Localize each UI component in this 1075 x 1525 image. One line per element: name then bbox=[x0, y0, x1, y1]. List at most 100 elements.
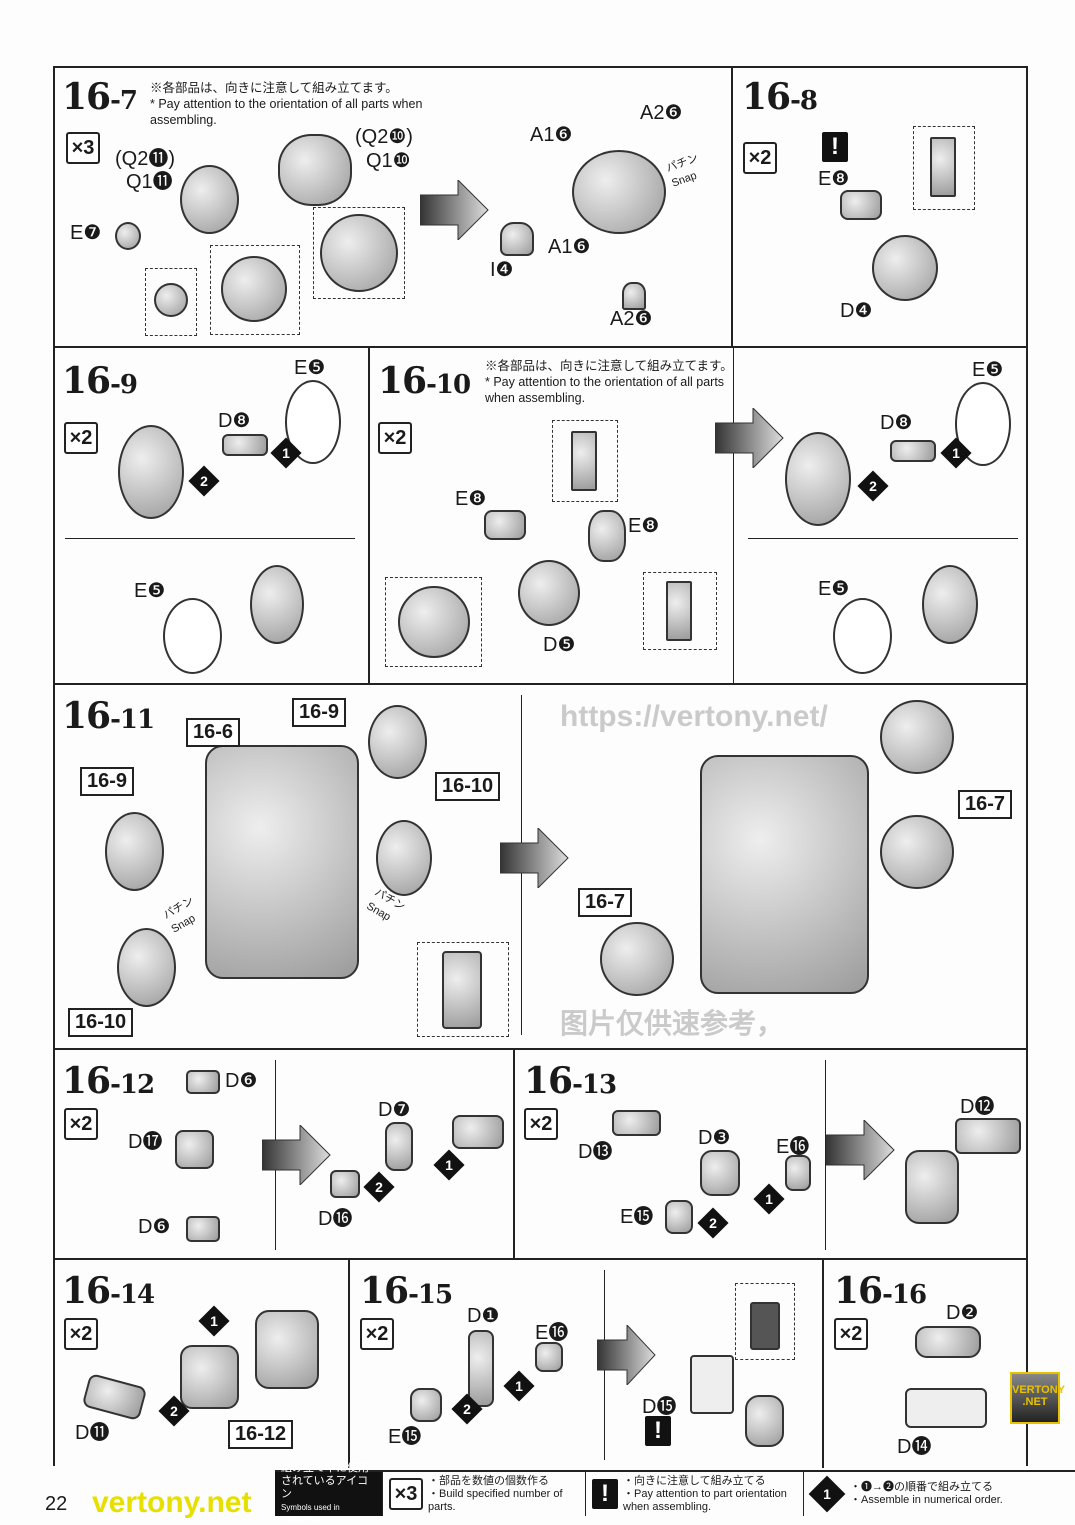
part-e16 bbox=[785, 1155, 811, 1191]
arm-part bbox=[255, 1310, 319, 1389]
next-arrow-icon bbox=[597, 1325, 656, 1385]
snap-label: パチン Snap bbox=[664, 152, 700, 190]
part-label: D❼ bbox=[378, 1099, 411, 1121]
part-16-7 bbox=[600, 922, 674, 996]
legend-orient-en: ・Pay attention to part orientation when … bbox=[623, 1487, 787, 1513]
orientation-note: ※各部品は、向きに注意して組み立てます。* Pay attention to t… bbox=[485, 359, 733, 405]
part-label: D❸ bbox=[698, 1127, 731, 1149]
part-e15 bbox=[410, 1388, 442, 1422]
part-d5 bbox=[518, 560, 580, 626]
part-label: D⓯ bbox=[642, 1396, 677, 1418]
part-label: D❻ bbox=[138, 1216, 171, 1238]
detail-box bbox=[210, 245, 300, 335]
part-label: E❺ bbox=[134, 580, 166, 602]
part-label: D⓬ bbox=[960, 1096, 995, 1118]
step-marker-1: 1 bbox=[940, 437, 972, 469]
part-e5-cap bbox=[163, 598, 222, 674]
step-title-16-8: 16-8 bbox=[742, 76, 818, 118]
part-label: Q1⓫ bbox=[126, 171, 173, 193]
detail-box bbox=[145, 268, 197, 336]
step-title-16-9: 16-9 bbox=[62, 360, 138, 402]
part-label: A2❻ bbox=[610, 308, 653, 330]
body-assembly bbox=[205, 745, 359, 979]
part-wheel bbox=[785, 432, 851, 526]
step-marker-1: 1 bbox=[433, 1149, 465, 1181]
part-label: D❹ bbox=[840, 300, 873, 322]
part-label: E⓰ bbox=[776, 1136, 810, 1158]
legend-title-jp: 組み立て中に使用されているアイコン bbox=[281, 1461, 369, 1500]
part-e8 bbox=[484, 510, 526, 540]
arm-assembly bbox=[905, 1150, 959, 1224]
step-title-16-14: 16-14 bbox=[62, 1270, 155, 1312]
part-wheel bbox=[118, 425, 184, 519]
part-e16 bbox=[535, 1342, 563, 1372]
part-d2 bbox=[915, 1326, 981, 1358]
body-assembly-complete bbox=[700, 755, 869, 994]
part-d3 bbox=[700, 1150, 740, 1196]
part-label: D⓫ bbox=[75, 1422, 110, 1444]
part-d14 bbox=[905, 1388, 987, 1428]
step-marker-2: 2 bbox=[697, 1207, 729, 1239]
part-label: E❺ bbox=[294, 357, 326, 379]
part-wheel bbox=[105, 812, 164, 891]
part-label: E❺ bbox=[972, 359, 1004, 381]
step-marker-1: 1 bbox=[503, 1370, 535, 1402]
part-d1 bbox=[468, 1330, 494, 1407]
part-label: E⓰ bbox=[535, 1322, 569, 1344]
step-marker-1: 1 bbox=[198, 1305, 230, 1337]
part-16-7 bbox=[880, 815, 954, 889]
legend-order-en: ・Assemble in numerical order. bbox=[850, 1494, 1003, 1506]
detail-box bbox=[552, 420, 618, 502]
detail-box bbox=[913, 126, 975, 210]
orientation-warning-icon: ! bbox=[592, 1479, 618, 1509]
step-title-16-16: 16-16 bbox=[834, 1270, 927, 1312]
part-e5-cap bbox=[833, 598, 892, 674]
quantity-badge: ×2 bbox=[834, 1318, 868, 1350]
part-label: I❹ bbox=[490, 259, 514, 281]
watermark-text: 图片仅供速参考， bbox=[560, 1008, 785, 1039]
next-arrow-icon bbox=[262, 1125, 331, 1185]
detail-box bbox=[313, 207, 405, 299]
step-marker-2: 2 bbox=[188, 465, 220, 497]
part-d17 bbox=[175, 1130, 214, 1169]
part-label: Q1❿ bbox=[366, 150, 411, 172]
part-d6 bbox=[186, 1070, 220, 1094]
ref-16-7: 16-7 bbox=[578, 888, 633, 917]
part-wheel bbox=[368, 705, 427, 779]
part-label: D❻ bbox=[225, 1070, 258, 1092]
orientation-warning-icon: ! bbox=[645, 1416, 671, 1446]
step-title-16-12: 16-12 bbox=[62, 1060, 155, 1102]
part-e15 bbox=[665, 1200, 693, 1234]
detail-box bbox=[735, 1283, 795, 1360]
ref-16-10: 16-10 bbox=[435, 772, 501, 801]
detail-box bbox=[385, 577, 482, 667]
part-label: D❽ bbox=[218, 410, 251, 432]
step-title-16-10: 16-10 bbox=[378, 360, 471, 402]
part-d8 bbox=[890, 440, 936, 462]
quantity-badge: ×2 bbox=[743, 142, 777, 174]
quantity-badge: ×2 bbox=[64, 422, 98, 454]
step-marker-1: 1 bbox=[753, 1183, 785, 1215]
part-label: E❽ bbox=[818, 168, 850, 190]
step-marker-2: 2 bbox=[451, 1393, 483, 1425]
step-title-16-7: 16-7 bbox=[62, 76, 138, 118]
part-wheel bbox=[117, 928, 176, 1007]
part-q1-10 bbox=[278, 134, 352, 206]
part-label: D❽ bbox=[880, 412, 913, 434]
quantity-badge: ×3 bbox=[66, 132, 100, 164]
part-label: E❺ bbox=[818, 578, 850, 600]
step-title-16-15: 16-15 bbox=[360, 1270, 453, 1312]
quantity-badge: ×2 bbox=[64, 1318, 98, 1350]
part-d11 bbox=[81, 1372, 148, 1422]
legend-qty-jp: ・部品を数値の個数作る bbox=[428, 1474, 549, 1487]
legend-orient-jp: ・向きに注意して組み立てる bbox=[623, 1474, 766, 1487]
part-wheel bbox=[922, 565, 978, 644]
legend-qty-en: ・Build specified number of parts. bbox=[428, 1487, 563, 1513]
next-arrow-icon bbox=[500, 828, 569, 888]
part-label: E⓯ bbox=[620, 1206, 654, 1228]
part-label: D⓭ bbox=[578, 1141, 613, 1163]
part-label: D⓮ bbox=[897, 1436, 932, 1458]
quantity-badge: ×2 bbox=[378, 422, 412, 454]
quantity-badge: ×2 bbox=[524, 1108, 558, 1140]
step-marker-2: 2 bbox=[158, 1395, 190, 1427]
